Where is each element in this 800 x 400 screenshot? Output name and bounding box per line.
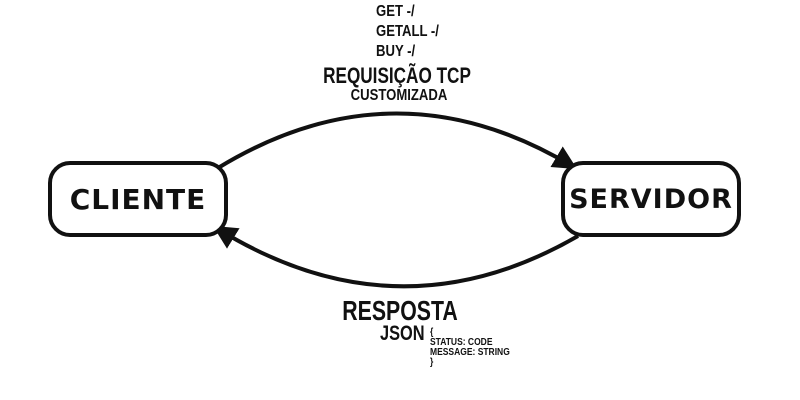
json-line: { bbox=[430, 327, 434, 338]
request-command-buy: BUY -/ bbox=[376, 43, 416, 60]
response-title: RESPOSTA bbox=[342, 295, 458, 326]
request-subtitle: CUSTOMIZADA bbox=[350, 87, 448, 104]
request-command-getall: GETALL -/ bbox=[376, 23, 439, 40]
request-command-get: GET -/ bbox=[376, 3, 415, 20]
request-arrow bbox=[216, 111, 578, 170]
server-node: SERVIDOR bbox=[561, 161, 741, 237]
response-arrow bbox=[212, 225, 579, 289]
server-label: SERVIDOR bbox=[569, 183, 733, 215]
response-format: JSON bbox=[380, 322, 425, 345]
client-node: CLIENTE bbox=[48, 161, 228, 237]
json-line: } bbox=[430, 357, 434, 368]
response-json-block: { STATUS: CODE MESSAGE: STRING } bbox=[430, 328, 510, 368]
json-line: MESSAGE: STRING bbox=[430, 347, 510, 358]
client-label: CLIENTE bbox=[69, 182, 207, 216]
request-title: REQUISIÇÃO TCP bbox=[323, 63, 471, 88]
json-line: STATUS: CODE bbox=[430, 337, 493, 348]
